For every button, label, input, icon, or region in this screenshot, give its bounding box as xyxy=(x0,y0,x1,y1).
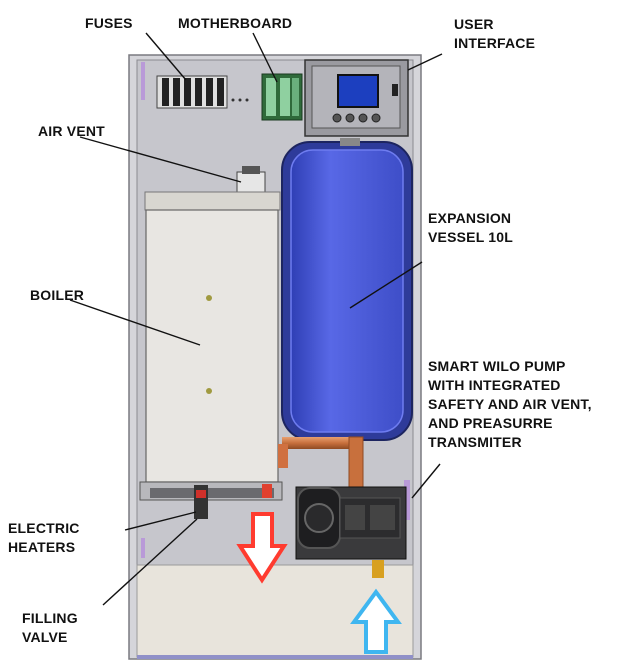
label-pump-line5: TRANSMITER xyxy=(428,434,522,450)
label-heaters-line2: HEATERS xyxy=(8,539,76,555)
wilo-pump xyxy=(295,486,407,560)
boiler-body xyxy=(139,191,283,501)
label-fuses: FUSES xyxy=(85,15,133,31)
cold-water-inlet-arrow xyxy=(350,588,402,654)
label-user-interface-line1: USER xyxy=(454,16,494,32)
leader-user-interface xyxy=(407,53,443,71)
label-boiler: BOILER xyxy=(30,287,85,303)
leader-lines xyxy=(69,32,443,606)
leader-expansion-vessel xyxy=(349,261,423,309)
label-valve-line1: FILLING xyxy=(22,610,78,626)
label-motherboard: MOTHERBOARD xyxy=(178,15,293,31)
fuses-block xyxy=(156,75,249,109)
leader-electric-heaters xyxy=(124,511,197,531)
hot-water-outlet-arrow xyxy=(236,512,288,584)
label-expansion-line1: EXPANSION xyxy=(428,210,512,226)
label-pump-line4: AND PREASURRE xyxy=(428,415,553,431)
motherboard-block xyxy=(261,73,303,121)
leader-pump xyxy=(411,463,441,499)
label-pump-line2: WITH INTEGRATED xyxy=(428,377,561,393)
heater-assembly xyxy=(150,484,274,519)
leader-filling-valve xyxy=(102,518,198,606)
label-heaters-line1: ELECTRIC xyxy=(8,520,80,536)
expansion-vessel xyxy=(281,138,413,441)
leader-boiler xyxy=(69,299,201,346)
label-air-vent: AIR VENT xyxy=(38,123,105,139)
user-interface-panel xyxy=(304,59,409,137)
copper-pipes xyxy=(278,436,384,578)
label-valve-line2: VALVE xyxy=(22,629,68,645)
label-expansion-line2: VESSEL 10L xyxy=(428,229,514,245)
label-pump-line3: SAFETY AND AIR VENT, xyxy=(428,396,592,412)
leader-motherboard xyxy=(252,32,278,83)
leader-air-vent xyxy=(79,136,242,183)
leader-fuses xyxy=(145,32,187,81)
label-user-interface-line2: INTERFACE xyxy=(454,35,536,51)
label-pump-line1: SMART WILO PUMP xyxy=(428,358,566,374)
